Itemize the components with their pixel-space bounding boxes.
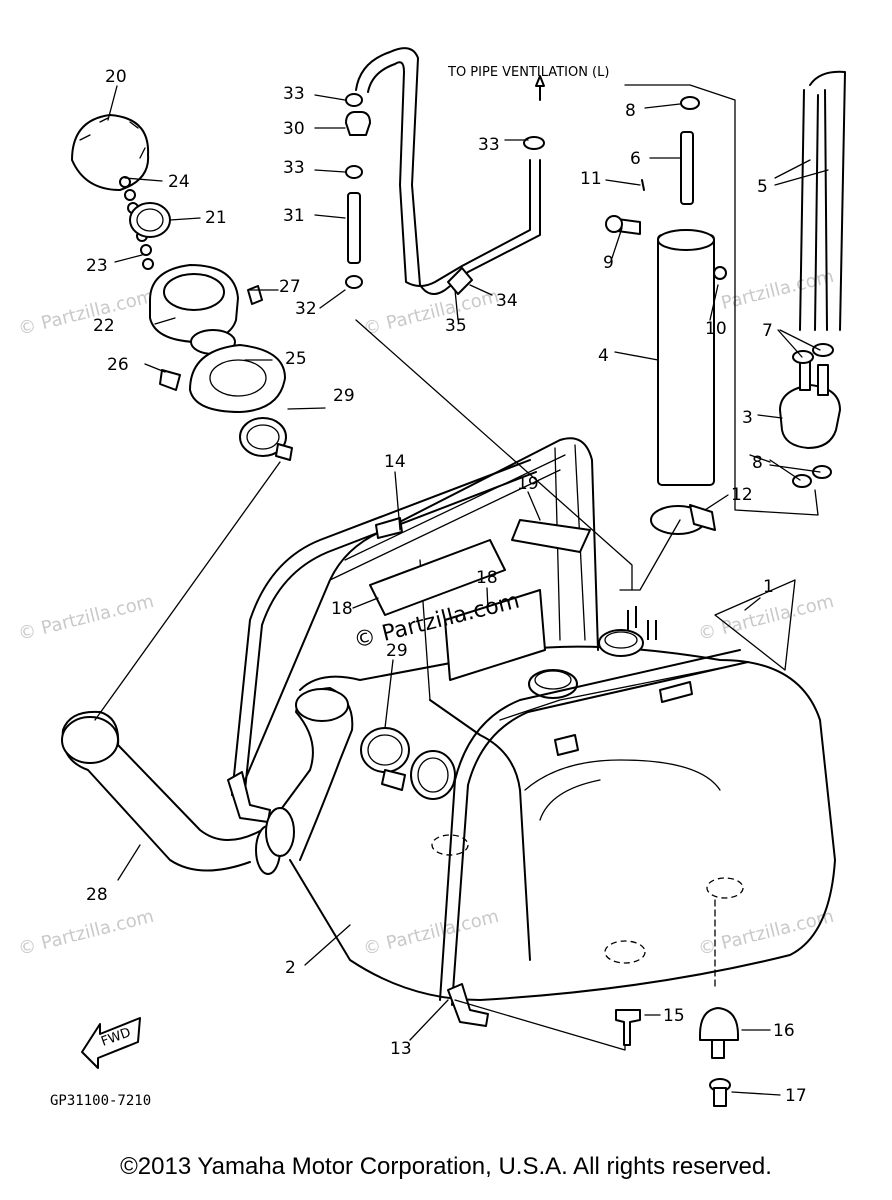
fuel-tank [227,437,836,1027]
watermark-text: © Partzilla.com [16,591,156,645]
callout-7: 7 [762,321,773,341]
callout-29-mid: 29 [386,641,408,661]
filler-gasket [189,344,286,413]
callout-9: 9 [603,253,614,273]
callout-22: 22 [93,316,115,336]
callout-8-bottom: 8 [752,453,763,473]
callout-20: 20 [105,67,127,87]
pump-pipe [680,131,694,205]
callout-11: 11 [580,169,602,189]
hose-clamp [239,417,287,457]
breather-pipe [347,192,361,264]
callout-21: 21 [205,208,227,228]
callout-17: 17 [785,1086,807,1106]
callout-4: 4 [598,346,609,366]
label-sticker [444,589,546,681]
breather-valve [345,111,371,136]
fuel-sender-unit [779,384,841,449]
cap-gasket [129,202,171,238]
callout-34: 34 [496,291,518,311]
callout-31: 31 [283,206,305,226]
callout-24: 24 [168,172,190,192]
callout-3: 3 [742,408,753,428]
watermark-text: © Partzilla.com [361,906,501,960]
mount-parts [615,1007,739,1107]
fwd-arrow: FWD [81,1017,141,1069]
callout-23: 23 [86,256,108,276]
callout-13: 13 [390,1039,412,1059]
callout-12: 12 [731,485,753,505]
callout-33-c: 33 [478,135,500,155]
pump-sleeve [657,234,715,486]
watermark-text: © Partzilla.com [696,591,836,645]
callout-33-a: 33 [283,84,305,104]
watermark-text: © Partzilla.com [16,906,156,960]
callout-28: 28 [86,885,108,905]
callout-numbers: 1 2 3 4 5 6 7 8 8 9 10 11 12 13 14 15 16… [86,67,807,1106]
callout-19: 19 [517,474,539,494]
callout-14: 14 [384,452,406,472]
callout-25: 25 [285,349,307,369]
callout-35: 35 [445,316,467,336]
fuel-cap [71,114,150,191]
callout-15: 15 [663,1006,685,1026]
callout-2: 2 [285,958,296,978]
callout-leaders [107,85,829,1096]
damper [699,1007,739,1041]
callout-6: 6 [630,149,641,169]
filler-hose [61,687,354,875]
watermark-text: © Partzilla.com [16,286,156,340]
callout-18-left: 18 [331,599,353,619]
callout-10: 10 [705,319,727,339]
copyright-notice: ©2013 Yamaha Motor Corporation, U.S.A. A… [120,1153,772,1180]
fuel-sender [779,70,846,488]
callout-27: 27 [279,277,301,297]
callout-1: 1 [763,577,774,597]
filler-cap-assembly [71,114,286,413]
bolt [615,1009,641,1046]
callout-30: 30 [283,119,305,139]
diagram-code: GP31100-7210 [50,1093,151,1109]
callout-32: 32 [295,299,317,319]
label-sticker [511,519,591,553]
callout-18-right: 18 [476,568,498,588]
label-sticker [369,539,506,616]
callout-8-top: 8 [625,101,636,121]
leader-lines [94,84,819,1051]
callout-29-top: 29 [333,386,355,406]
labels-group [369,519,591,681]
callout-33-b: 33 [283,158,305,178]
pipe-ventilation-note: TO PIPE VENTILATION (L) [447,65,609,80]
callout-5: 5 [757,177,768,197]
vent-hose-assembly [345,47,545,295]
callout-16: 16 [773,1021,795,1041]
fuel-pump-tube [605,96,727,535]
callout-26: 26 [107,355,129,375]
